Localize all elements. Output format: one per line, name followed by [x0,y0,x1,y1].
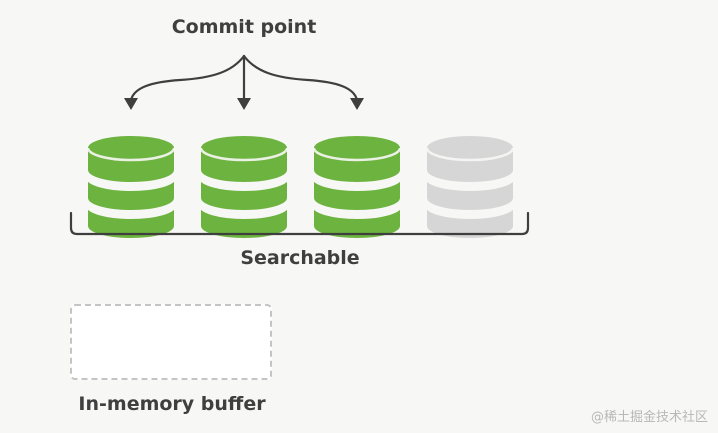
segment-2-band [201,148,287,182]
commit-arrows [129,54,359,102]
segment-3-band [314,204,400,238]
database-cylinder-icon [424,136,516,238]
segment-4-separator [424,175,516,191]
database-cylinder-icon [198,136,290,238]
arrow-down-icon [124,98,138,110]
arrow-right-curve [242,54,359,102]
segment-1-band [88,204,174,238]
segment-2-top-edge [199,147,289,162]
segment-1-band [88,148,174,182]
segment-3-separator [311,203,403,219]
segment-4-top [427,136,513,160]
segment-1-top [88,136,174,160]
segment-4-top-edge [425,147,515,162]
segment-1-band [88,176,174,210]
segment-2-band [201,204,287,238]
segment-3-band [314,148,400,182]
segment-1-top-edge [86,147,176,162]
in-memory-buffer-box [70,304,272,380]
bracket-icon [69,211,530,236]
arrow-down-icon [237,98,251,110]
arrow-left-curve [129,54,246,102]
segment-1-separator [85,203,177,219]
segment-1-separator [85,175,177,191]
segment-3-top [314,136,400,160]
database-cylinder-icon [85,136,177,238]
database-cylinder-icon [311,136,403,238]
segment-3-band [314,176,400,210]
segment-2-top [201,136,287,160]
searchable-label: Searchable [240,247,360,269]
watermark: @稀土掘金技术社区 [590,410,708,425]
segment-3-separator [311,175,403,191]
in-memory-buffer-label: In-memory buffer [78,393,266,415]
commit-point-label: Commit point [171,16,317,38]
segment-2-separator [198,203,290,219]
segment-4-separator [424,203,516,219]
segment-2-band [201,176,287,210]
segment-4-band [427,204,513,238]
arrow-heads [124,98,364,110]
segment-2-separator [198,175,290,191]
arrow-down-icon [350,98,364,110]
segment-4-band [427,148,513,182]
segments-layer [85,136,516,238]
segment-3-top-edge [312,147,402,162]
segment-4-band [427,176,513,210]
